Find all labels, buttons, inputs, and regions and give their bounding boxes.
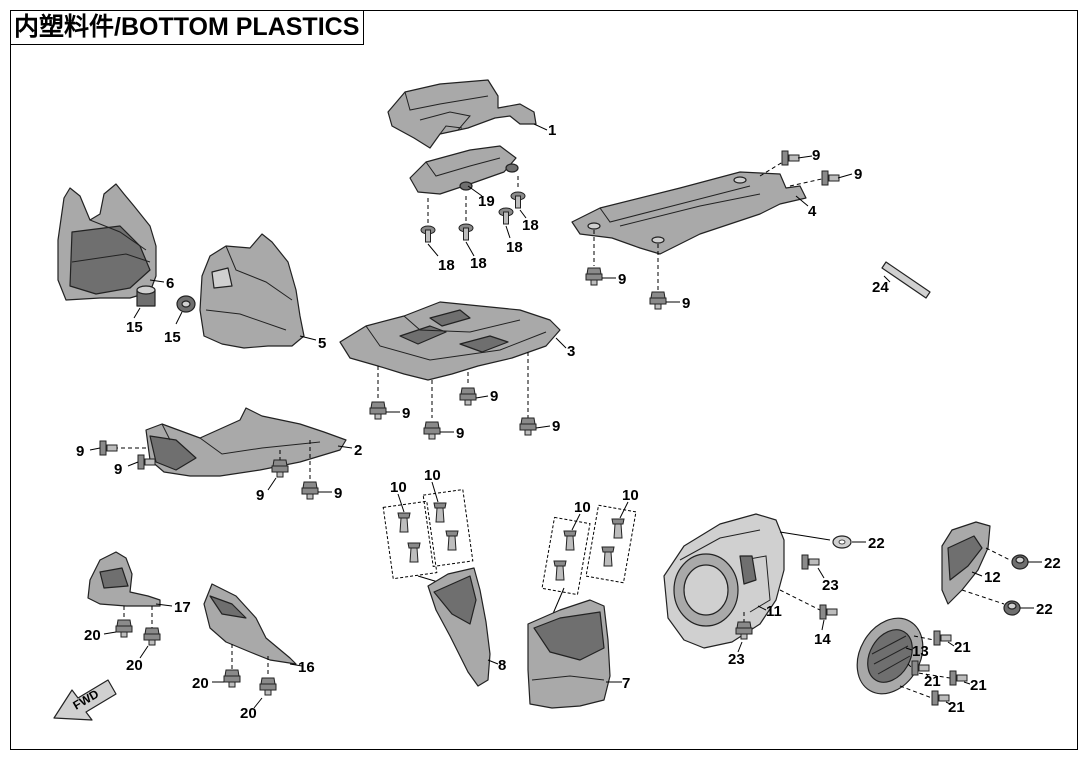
callout-8: 8 xyxy=(498,657,506,674)
callout-11: 11 xyxy=(766,603,782,620)
callout-20: 20 xyxy=(192,675,209,692)
callout-16: 16 xyxy=(298,659,315,676)
callout-21: 21 xyxy=(954,639,971,656)
clips-10 xyxy=(382,481,637,617)
part-6-side-panel xyxy=(57,183,165,301)
callout-20: 20 xyxy=(84,627,101,644)
callout-2: 2 xyxy=(354,442,362,459)
callout-10: 10 xyxy=(390,479,407,496)
callout-20: 20 xyxy=(126,657,143,674)
bolts-9-part4 xyxy=(585,150,853,310)
callout-5: 5 xyxy=(318,335,326,352)
callout-21: 21 xyxy=(948,699,965,716)
callout-22: 22 xyxy=(1036,601,1053,618)
callout-9: 9 xyxy=(256,487,264,504)
part-7-lower-cover xyxy=(527,599,622,709)
washers-22-b-c xyxy=(1003,554,1042,616)
callout-4: 4 xyxy=(808,203,817,220)
callout-9: 9 xyxy=(334,485,342,502)
diagram-frame xyxy=(10,10,1078,750)
callout-12: 12 xyxy=(984,569,1001,586)
callout-9: 9 xyxy=(854,166,862,183)
callout-3: 3 xyxy=(567,343,575,360)
bolts-20-a xyxy=(103,619,161,659)
callout-21: 21 xyxy=(970,677,987,694)
part-13-round-cover xyxy=(856,617,951,699)
part-17-bracket xyxy=(87,551,173,628)
callout-9: 9 xyxy=(682,295,690,312)
bolt-23-b xyxy=(735,621,753,653)
part-5-fender-panel xyxy=(199,233,317,349)
part-12-small-cover xyxy=(941,521,1011,605)
callout-6: 6 xyxy=(166,275,174,292)
callout-9: 9 xyxy=(76,443,84,460)
fwd-direction-arrow: FWD xyxy=(53,679,117,721)
callout-18: 18 xyxy=(522,217,539,234)
part-19-mounting-plate xyxy=(409,145,519,197)
callout-13: 13 xyxy=(912,643,929,660)
diagram-title: 内塑料件/BOTTOM PLASTICS xyxy=(10,10,365,45)
callout-7: 7 xyxy=(622,675,630,692)
callout-14: 14 xyxy=(814,631,831,648)
callout-19: 19 xyxy=(478,193,495,210)
grommet-15-b xyxy=(175,295,196,325)
bolts-9-part3 xyxy=(369,387,551,440)
callout-18: 18 xyxy=(470,255,487,272)
callout-10: 10 xyxy=(574,499,591,516)
callout-17: 17 xyxy=(174,599,191,616)
callout-9: 9 xyxy=(456,425,464,442)
bolts-21 xyxy=(911,630,971,706)
callout-22: 22 xyxy=(868,535,885,552)
part-24-strap xyxy=(881,261,931,299)
callout-24: 24 xyxy=(872,279,889,296)
callout-1: 1 xyxy=(548,122,556,139)
part-16-bracket xyxy=(203,583,303,676)
callout-9: 9 xyxy=(618,271,626,288)
part-11-cvt-cover xyxy=(663,513,831,649)
callouts: 1 2 3 4 5 6 7 8 9 9 9 9 9 9 9 9 9 9 9 9 … xyxy=(76,122,1061,722)
part-4-skid-plate xyxy=(571,159,827,290)
bolt-23-a xyxy=(801,554,825,579)
callout-10: 10 xyxy=(622,487,639,504)
bolts-20-b xyxy=(212,669,277,709)
callout-10: 10 xyxy=(424,467,441,484)
grommet-15-a xyxy=(133,285,156,319)
bolt-14 xyxy=(819,604,838,631)
callout-9: 9 xyxy=(114,461,122,478)
callout-15: 15 xyxy=(164,329,181,346)
washer-22-a xyxy=(832,535,866,549)
part-8-narrow-cover xyxy=(427,567,499,687)
part-2-lower-skid xyxy=(116,407,353,484)
callout-21: 21 xyxy=(924,673,941,690)
callout-20: 20 xyxy=(240,705,257,722)
part-1-upper-bracket xyxy=(387,79,548,149)
callout-18: 18 xyxy=(438,257,455,274)
callout-9: 9 xyxy=(812,147,820,164)
callout-22: 22 xyxy=(1044,555,1061,572)
bolts-9-part2 xyxy=(89,440,332,500)
callout-15: 15 xyxy=(126,319,143,336)
callout-23: 23 xyxy=(728,651,745,668)
part-3-center-skid-plate xyxy=(339,301,567,418)
callout-9: 9 xyxy=(402,405,410,422)
callout-9: 9 xyxy=(552,418,560,435)
callout-18: 18 xyxy=(506,239,523,256)
callout-23: 23 xyxy=(822,577,839,594)
rivets-18 xyxy=(420,176,527,257)
callout-9: 9 xyxy=(490,388,498,405)
